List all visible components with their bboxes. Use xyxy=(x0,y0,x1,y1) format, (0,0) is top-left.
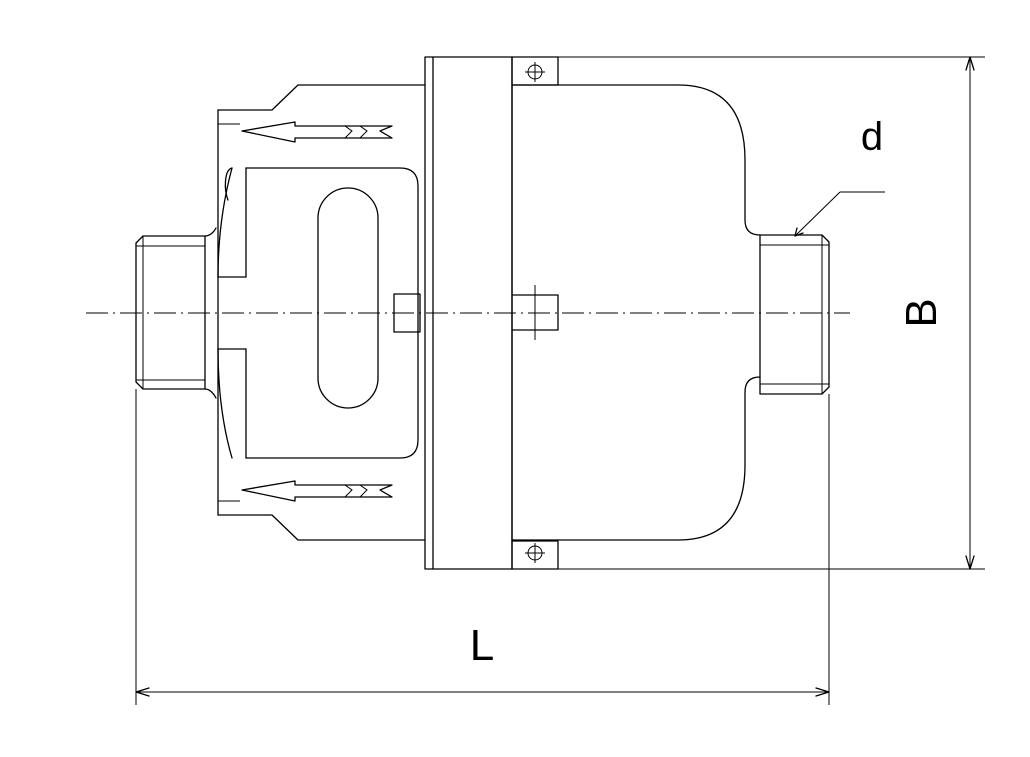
flow-arrow-bottom xyxy=(241,480,393,502)
inlet-housing xyxy=(217,84,426,541)
slot-window xyxy=(317,187,379,409)
dimension-b-label: B xyxy=(897,298,946,327)
dimension-l-label: L xyxy=(470,621,494,670)
flow-arrow-top xyxy=(241,121,393,143)
meter-body xyxy=(511,84,761,541)
left-thread-connector xyxy=(135,227,217,399)
right-thread-connector xyxy=(759,234,830,395)
key-block xyxy=(393,293,421,333)
thread-d-leader: d xyxy=(794,115,885,237)
dimension-l: L xyxy=(135,389,830,705)
central-flange xyxy=(424,56,559,570)
thread-d-label: d xyxy=(861,115,883,159)
dimension-b: B xyxy=(558,56,985,570)
